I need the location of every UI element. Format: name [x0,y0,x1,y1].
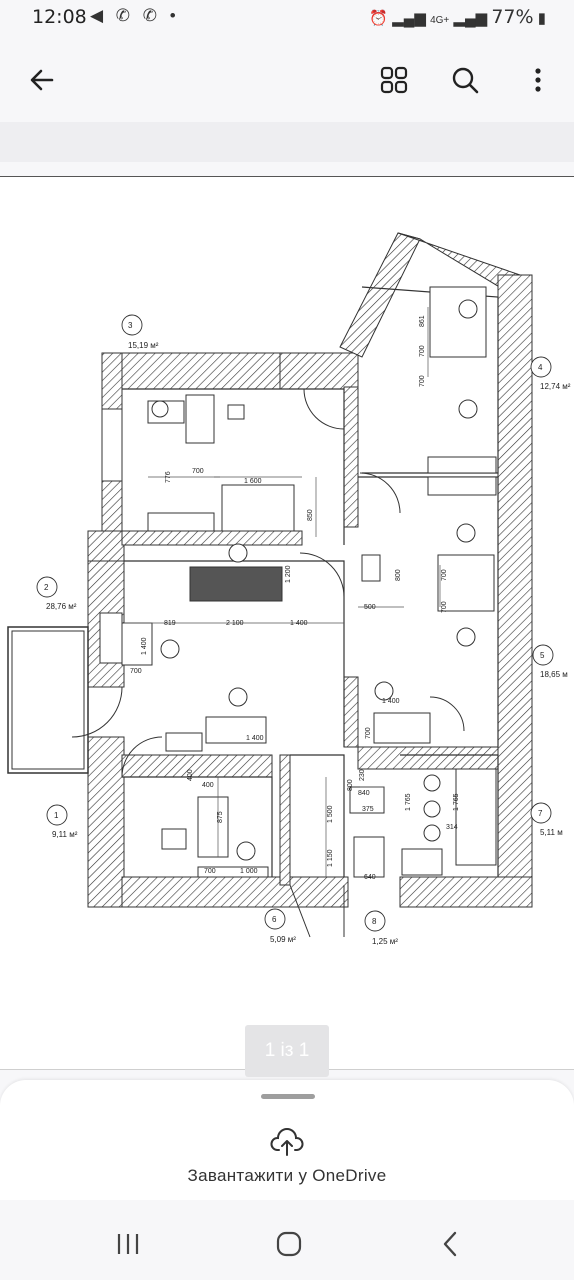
room-markers [36,314,554,932]
dimension-text: 1 400 [382,698,400,705]
page-indicator: 1 із 1 [245,1025,329,1077]
dimension-text: 230 [359,769,366,781]
dimension-text: 400 [187,769,194,781]
room-area: 5,09 м² [270,935,296,944]
dimension-text: 2 100 [226,620,244,627]
room-area: 12,74 м² [540,382,571,391]
room-number: 1 [54,811,59,820]
dimension-lines [124,307,441,877]
status-time: 12:08 [32,6,87,28]
walls [87,232,533,908]
grid-view-button[interactable] [372,58,416,102]
dimension-text: 500 [364,604,376,611]
furniture [99,286,497,878]
room-number: 3 [128,321,133,330]
dimension-text: 314 [446,824,458,831]
room-area: 1,25 м² [372,937,398,946]
room-number: 6 [272,915,277,924]
dimension-text: 400 [202,782,214,789]
upload-onedrive-button[interactable]: Завантажити у OneDrive [187,1166,387,1185]
status-right: ⏰ ▂▄▆ 4G+ ▂▄▆ 77% ▮ [369,6,546,28]
dimension-text: 700 [441,601,448,613]
dimension-text: 1 000 [240,868,258,875]
home-icon [276,1231,302,1257]
floor-plan: 3 15,19 м² 4 12,74 м² 2 28,76 м² 5 18,65… [7,232,571,946]
document-info-bar [0,122,574,162]
notification-icons: ◀ ✆ ✆ • [90,6,180,25]
dimension-text: 700 [419,375,426,387]
dimension-text: 850 [307,509,314,521]
back-nav-button[interactable] [422,1222,478,1266]
dimension-text: 700 [204,868,216,875]
network-type: 4G+ [430,15,450,26]
signal-icon: ▂▄▆ [392,10,426,27]
dimension-text: 875 [217,811,224,823]
room-number: 7 [538,809,543,818]
room-number: 4 [538,363,543,372]
room-number: 8 [372,917,377,926]
room-area: 18,65 м [540,670,568,679]
battery-icon: ▮ [537,10,546,27]
document-viewer[interactable]: 3 15,19 м² 4 12,74 м² 2 28,76 м² 5 18,65… [0,176,574,1070]
dimension-text: 700 [365,727,372,739]
room-number: 2 [44,583,49,592]
dimension-text: 861 [419,315,426,327]
dimension-text: 375 [362,806,374,813]
dimension-text: 1 500 [327,805,334,823]
system-nav-bar [0,1200,574,1280]
dimension-text: 1 200 [285,565,292,583]
dimension-text: 840 [358,790,370,797]
dimension-text: 1 600 [244,478,262,485]
dimension-text: 700 [130,668,142,675]
dimension-text: 1 765 [453,793,460,811]
doors [71,388,465,938]
dimension-text: 800 [395,569,402,581]
top-toolbar [0,36,574,122]
back-button[interactable] [20,58,64,102]
chevron-left-icon [443,1231,457,1257]
dimension-text: 700 [192,468,204,475]
dimension-text: 1 400 [141,637,148,655]
dimension-text: 700 [419,345,426,357]
battery-percent: 77% [491,6,534,28]
dimension-text: 1 400 [290,620,308,627]
recent-apps-icon [117,1234,139,1254]
dimension-text: 1 765 [405,793,412,811]
alarm-icon: ⏰ [369,10,389,27]
dimension-text: 700 [441,569,448,581]
drag-handle[interactable] [261,1094,315,1099]
more-vertical-icon [535,68,541,92]
room-number: 5 [540,651,545,660]
dimension-text: 800 [347,779,354,791]
dimension-text: 1 150 [327,849,334,867]
room-area: 28,76 м² [46,602,77,611]
bottom-sheet: Завантажити у OneDrive [0,1080,574,1200]
dimension-text: 819 [164,620,176,627]
cloud-upload-icon[interactable] [270,1128,304,1158]
search-icon [452,67,479,94]
room-labels: 3 15,19 м² 4 12,74 м² 2 28,76 м² 5 18,65… [44,321,571,946]
room-area: 9,11 м² [52,830,78,839]
more-options-button[interactable] [516,58,560,102]
dimension-labels: 776 700 1 600 850 861 700 700 1 200 819 … [130,315,460,881]
search-button[interactable] [443,58,487,102]
status-bar: 12:08 ◀ ✆ ✆ • ⏰ ▂▄▆ 4G+ ▂▄▆ 77% ▮ [0,0,574,36]
recent-apps-button[interactable] [100,1222,156,1266]
dimension-text: 640 [364,874,376,881]
signal-icon-2: ▂▄▆ [453,10,488,27]
grid-icon [380,66,408,94]
dimension-text: 776 [165,471,172,483]
home-button[interactable] [261,1222,317,1266]
room-area: 15,19 м² [128,341,159,350]
room-area: 5,11 м [540,828,563,837]
balcony-outline [7,626,89,774]
dimension-text: 1 400 [246,735,264,742]
arrow-left-icon [30,69,54,91]
